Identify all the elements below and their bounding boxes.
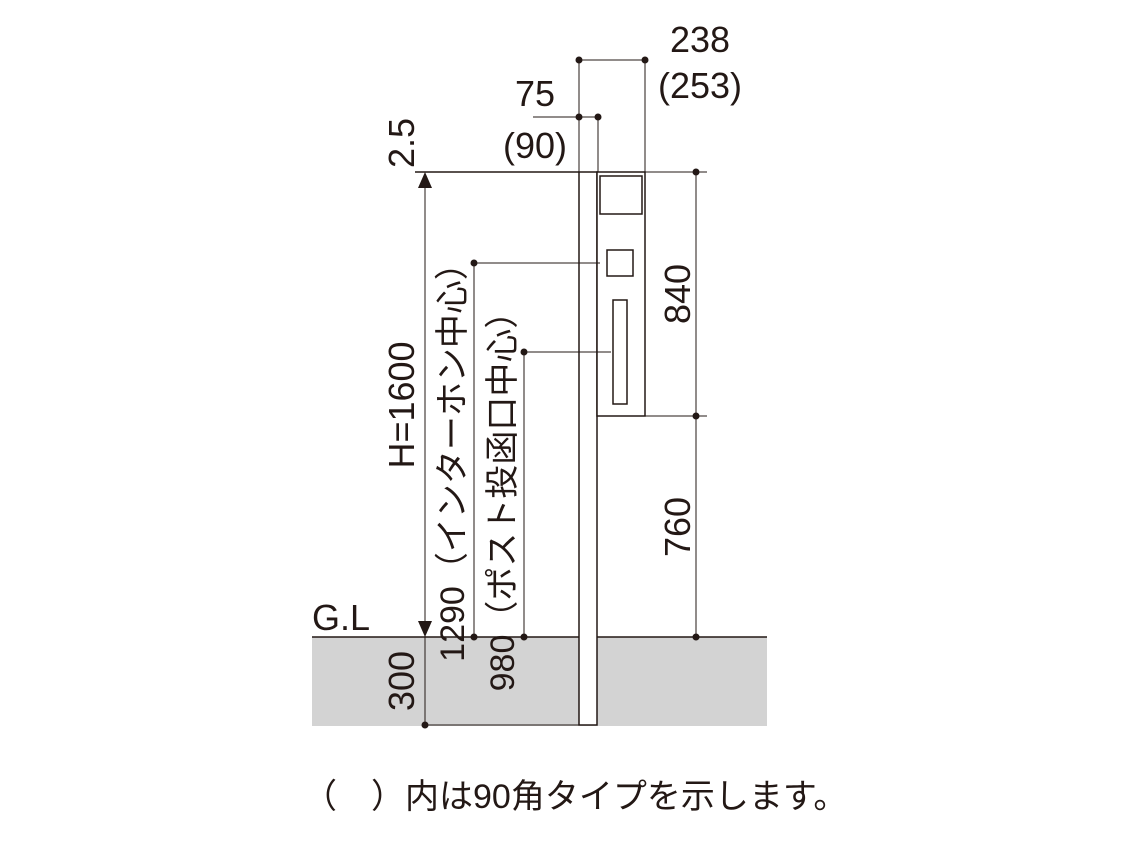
- post: [578, 171, 598, 726]
- dim-1290-dot-bottom: [470, 633, 478, 641]
- dim-1600-arrow-bottom: [418, 621, 432, 637]
- label-2-5: 2.5: [381, 118, 422, 168]
- label-75: 75: [515, 73, 555, 114]
- dim-980-dot-top: [520, 348, 528, 356]
- footnote: （ ）内は90角タイプを示します。: [303, 778, 847, 816]
- dim-840-dot-bottom: [692, 412, 700, 420]
- nameplate: [599, 175, 643, 215]
- label-1290-intercom-center: 1290（インターホン中心）: [434, 246, 472, 662]
- dim-760-dot-bottom: [692, 633, 700, 641]
- mail-slot: [612, 299, 628, 405]
- label-840: 840: [657, 264, 698, 324]
- label-980-mail-slot-center: 980（ポスト投函口中心）: [484, 295, 522, 692]
- dim-980-dot-bottom: [520, 633, 528, 641]
- dim-75-dot-left: [575, 113, 583, 121]
- label-90: (90): [503, 125, 567, 166]
- intercom: [606, 249, 634, 277]
- label-300: 300: [381, 651, 422, 711]
- ground-level-label: G.L: [312, 597, 370, 638]
- label-238: 238: [670, 19, 730, 60]
- ground-area: [312, 637, 767, 726]
- dim-1600-arrow-top: [418, 172, 432, 188]
- dim-840-dot-top: [692, 168, 700, 176]
- dim-1290-dot-top: [470, 259, 478, 267]
- label-253: (253): [658, 65, 742, 106]
- label-h-1600: H=1600: [381, 341, 422, 468]
- label-760: 760: [657, 497, 698, 557]
